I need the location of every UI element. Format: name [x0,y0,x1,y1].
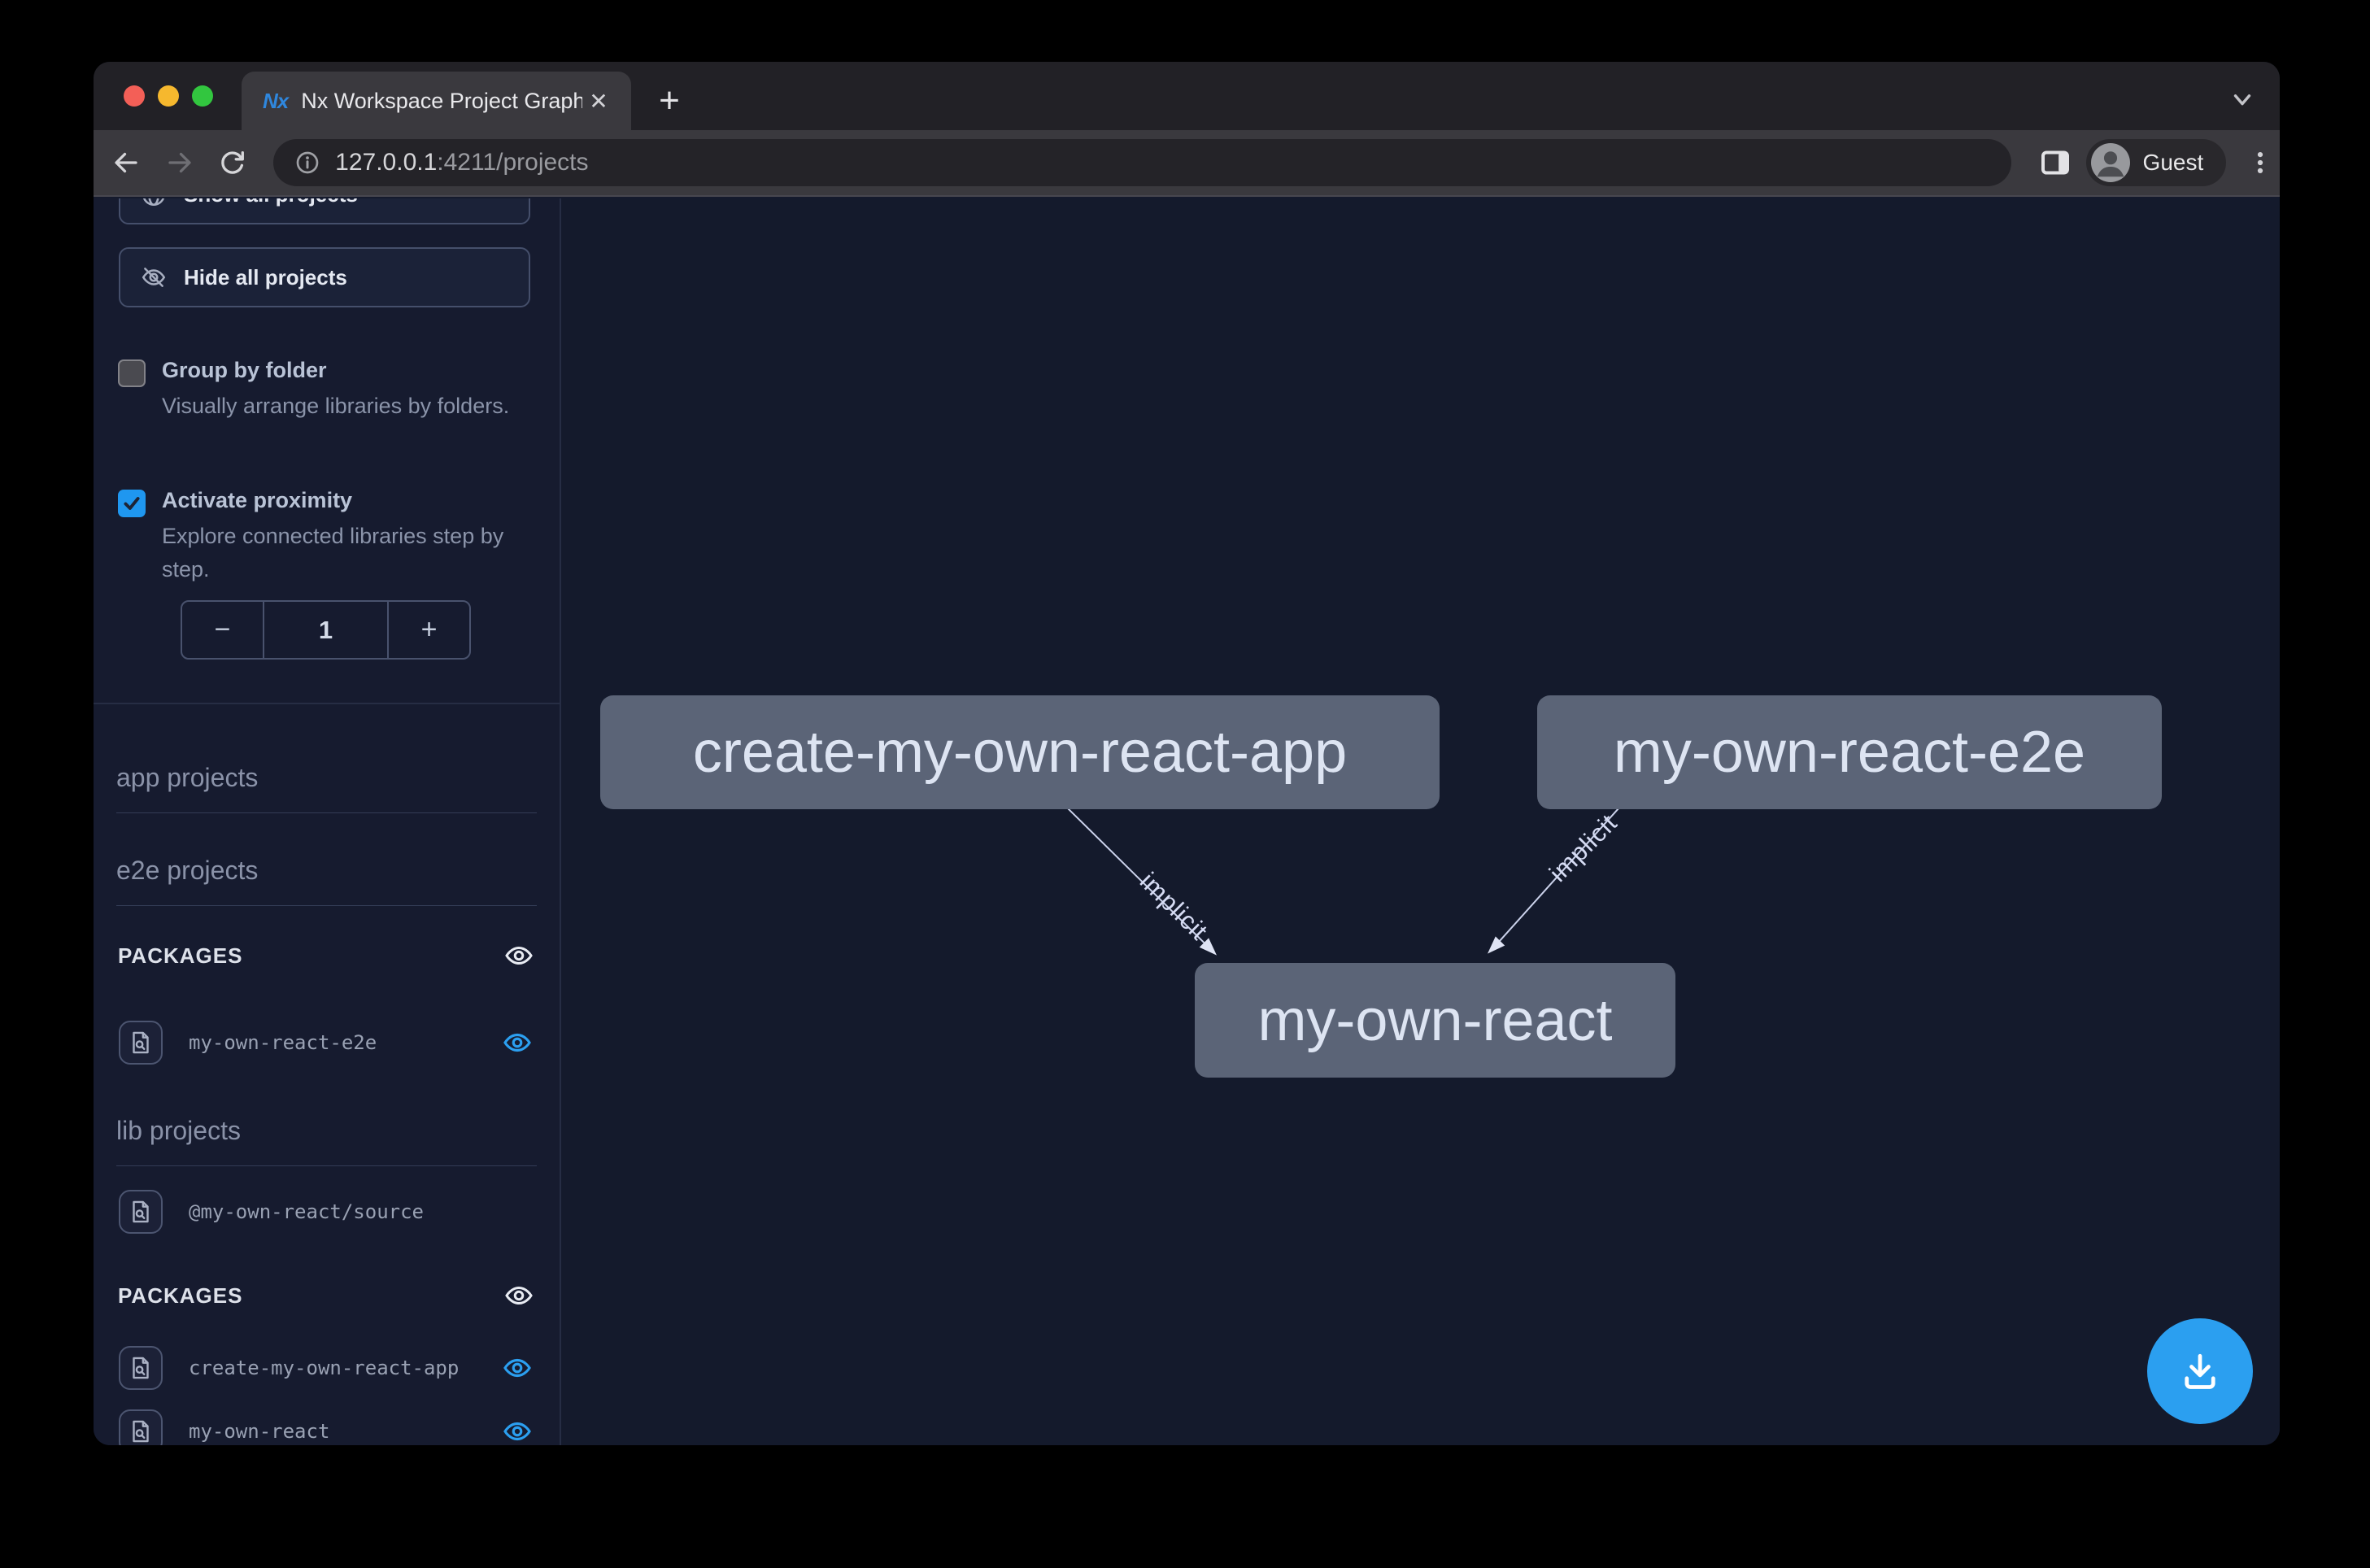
check-icon [121,493,142,514]
tab-close-icon[interactable]: ✕ [582,85,615,117]
avatar [2091,143,2130,182]
url-host: 127.0.0.1 [335,149,437,176]
packages-label: PACKAGES [118,1283,242,1309]
visibility-eye-icon[interactable] [502,1352,533,1383]
browser-window: Nx Nx Workspace Project Graph ✕ + 127.0.… [94,62,2280,1445]
proximity-decrement-button[interactable]: − [182,602,263,658]
browser-menu-icon[interactable] [2241,142,2280,184]
download-icon [2176,1347,2224,1396]
activate-proximity-description: Explore connected libraries step by step… [162,520,532,586]
url-bar[interactable]: 127.0.0.1:4211/projects [273,139,2011,186]
project-detail-button[interactable] [119,1190,163,1234]
tab-strip: Nx Nx Workspace Project Graph ✕ + [94,62,2280,130]
project-row-my-own-react: my-own-react [119,1409,534,1445]
show-all-projects-label: Show all projects [184,198,358,207]
site-info-icon[interactable] [294,150,320,176]
reload-button[interactable] [211,142,254,184]
file-search-icon [127,1354,155,1382]
minimize-window-button[interactable] [158,85,179,107]
packages-label: PACKAGES [118,943,242,969]
group-by-folder-description: Visually arrange libraries by folders. [162,390,532,423]
group-by-folder-option: Group by folder Visually arrange librari… [118,358,534,423]
page-content: Show all projects Hide all projects Grou… [94,198,2280,1445]
forward-button[interactable] [159,142,201,184]
proximity-increment-button[interactable]: + [389,602,469,658]
tab-nx-workspace[interactable]: Nx Nx Workspace Project Graph ✕ [242,72,631,130]
edge-label-implicit-2: implicit [1544,808,1623,887]
sidebar: Show all projects Hide all projects Grou… [94,198,561,1445]
visibility-eye-icon[interactable] [502,1416,533,1445]
nx-logo-icon: Nx [263,89,288,114]
project-row-create-my-own-react-app: create-my-own-react-app [119,1345,534,1391]
close-window-button[interactable] [124,85,145,107]
sidebar-section-divider [94,703,560,704]
url-path: :4211/projects [437,149,588,176]
download-graph-button[interactable] [2147,1318,2253,1424]
activate-proximity-option: Activate proximity Explore connected lib… [118,488,534,586]
project-row-my-own-react-e2e: my-own-react-e2e [119,1020,534,1065]
packages-header-lib: PACKAGES [118,1280,534,1311]
packages-header-e2e: PACKAGES [118,940,534,971]
proximity-stepper: − 1 + [181,600,471,660]
profile-button[interactable]: Guest [2086,139,2227,186]
back-button[interactable] [105,142,147,184]
hide-all-projects-label: Hide all projects [184,265,347,290]
zoom-window-button[interactable] [192,85,213,107]
file-search-icon [127,1029,155,1056]
file-search-icon [127,1198,155,1226]
graph-node-create-my-own-react-app[interactable]: create-my-own-react-app [600,695,1440,809]
project-name[interactable]: create-my-own-react-app [189,1357,502,1379]
graph-edges: implicit implicit [561,198,2280,1445]
show-all-projects-button[interactable]: Show all projects [119,198,530,224]
activate-proximity-label: Activate proximity [162,488,532,513]
profile-label: Guest [2143,150,2204,176]
globe-icon [140,198,168,208]
url-text: 127.0.0.1:4211/projects [335,149,588,176]
project-name[interactable]: @my-own-react/source [189,1200,534,1223]
hide-all-projects-button[interactable]: Hide all projects [119,247,530,307]
graph-node-my-own-react[interactable]: my-own-react [1195,963,1675,1078]
project-name[interactable]: my-own-react [189,1420,502,1443]
edge-label-implicit-1: implicit [1135,867,1213,946]
visibility-eye-icon[interactable] [502,1027,533,1058]
project-row-my-own-react-source: @my-own-react/source [119,1189,534,1235]
project-detail-button[interactable] [119,1021,163,1065]
group-by-folder-checkbox[interactable] [118,359,146,387]
file-search-icon [127,1418,155,1445]
project-name[interactable]: my-own-react-e2e [189,1031,502,1054]
browser-toolbar: 127.0.0.1:4211/projects Guest [94,130,2280,197]
graph-node-my-own-react-e2e[interactable]: my-own-react-e2e [1537,695,2162,809]
project-graph-canvas[interactable]: implicit implicit create-my-own-react-ap… [561,198,2280,1445]
toggle-all-eye-icon[interactable] [503,940,534,971]
app-projects-heading: app projects [116,763,537,813]
proximity-value: 1 [263,602,389,658]
tab-title: Nx Workspace Project Graph [301,89,582,114]
e2e-projects-heading: e2e projects [116,856,537,906]
toggle-all-eye-icon[interactable] [503,1280,534,1311]
activate-proximity-checkbox[interactable] [118,490,146,517]
lib-projects-heading: lib projects [116,1116,537,1166]
side-panel-icon[interactable] [2034,142,2076,184]
eye-off-icon [140,264,168,291]
group-by-folder-label: Group by folder [162,358,532,383]
project-detail-button[interactable] [119,1409,163,1445]
chevron-down-icon[interactable] [2226,83,2259,115]
new-tab-button[interactable]: + [648,80,691,122]
project-detail-button[interactable] [119,1346,163,1390]
